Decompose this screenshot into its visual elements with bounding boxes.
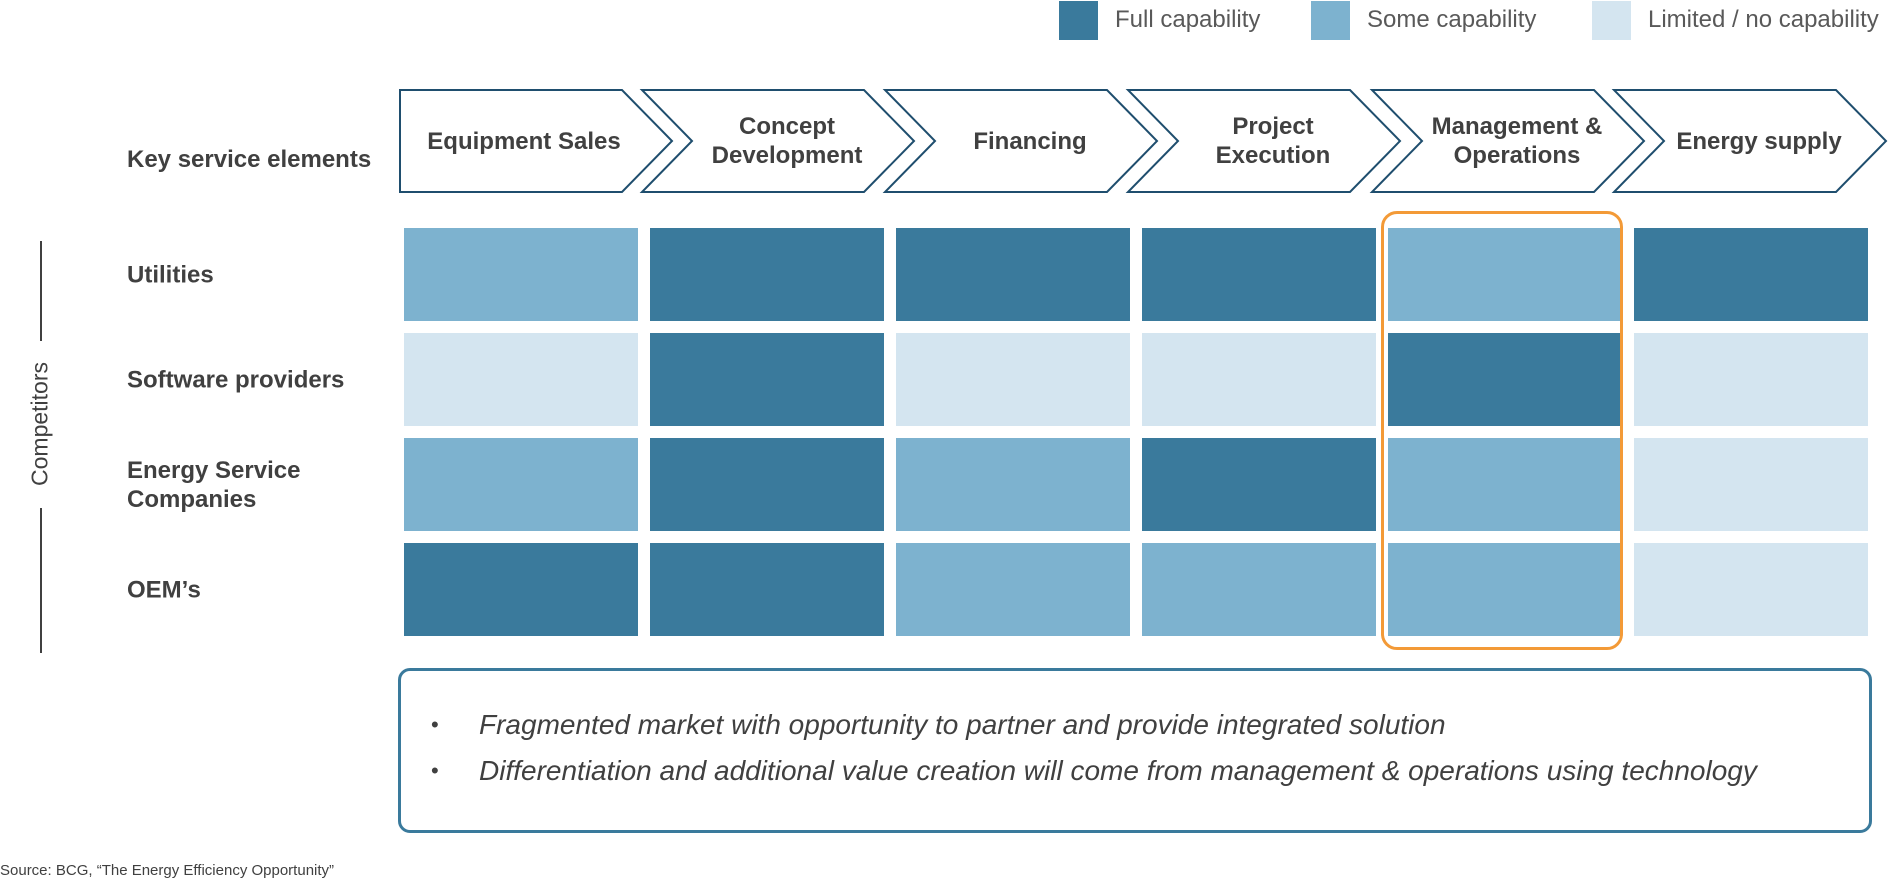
competitors-axis-line-top <box>40 241 42 341</box>
capability-cell <box>1388 543 1622 636</box>
capability-cell <box>896 543 1130 636</box>
service-chevron <box>399 89 674 193</box>
competitor-label: Software providers <box>127 366 345 393</box>
legend-swatch-some <box>1311 0 1350 40</box>
capability-cell <box>1388 228 1622 321</box>
source-note: Source: BCG, “The Energy Efficiency Oppo… <box>0 862 335 879</box>
legend-swatch-full <box>1059 0 1098 40</box>
service-chevron <box>1369 89 1646 193</box>
competitor-label: OEM’s <box>127 576 201 603</box>
service-element-label: Project Execution <box>1215 113 1331 169</box>
capability-cell <box>1142 543 1376 636</box>
service-element-label: Financing <box>973 127 1087 155</box>
competitors-axis-line-bottom <box>40 508 42 653</box>
capability-cell <box>650 543 884 636</box>
capability-cell <box>1634 438 1868 531</box>
capability-cell <box>1634 228 1868 321</box>
takeaways-box: • Fragmented market with opportunity to … <box>398 668 1872 833</box>
legend-swatch-limited <box>1592 0 1631 40</box>
legend-item-limited: Limited / no capability <box>1592 0 1879 40</box>
service-chevron <box>1125 89 1402 193</box>
takeaway-item: • Fragmented market with opportunity to … <box>431 709 1446 741</box>
service-element-label: Equipment Sales <box>427 127 621 155</box>
capability-cell <box>404 543 638 636</box>
takeaway-text: Fragmented market with opportunity to pa… <box>479 709 1446 740</box>
capability-cell <box>404 438 638 531</box>
capability-cell <box>404 333 638 426</box>
bullet-icon: • <box>431 712 439 737</box>
competitor-label: Utilities <box>127 261 214 288</box>
legend-label-limited: Limited / no capability <box>1648 6 1879 33</box>
capability-cell <box>896 438 1130 531</box>
service-element-label: Concept Development <box>711 113 863 169</box>
capability-cell <box>896 333 1130 426</box>
capability-cell <box>1634 543 1868 636</box>
management-operations-highlight <box>1381 211 1623 650</box>
legend-label-some: Some capability <box>1367 6 1537 33</box>
header-label: Key service elements <box>127 146 372 173</box>
capability-cell <box>1142 228 1376 321</box>
takeaway-text: Differentiation and additional value cre… <box>479 755 1757 786</box>
service-chevron <box>882 89 1159 193</box>
competitors-axis-label: Competitors <box>26 362 53 486</box>
service-chevron <box>639 89 916 193</box>
capability-cell <box>1142 438 1376 531</box>
capability-cell <box>650 438 884 531</box>
service-chevron <box>1611 89 1888 193</box>
capability-cell <box>1634 333 1868 426</box>
capability-cell <box>896 228 1130 321</box>
capability-cell <box>650 333 884 426</box>
legend-item-full: Full capability <box>1059 0 1260 40</box>
service-element-label: Management & Operations <box>1431 113 1603 169</box>
capability-cell <box>1142 333 1376 426</box>
capability-cell <box>1388 333 1622 426</box>
service-element-label: Energy supply <box>1676 127 1842 155</box>
legend-item-some: Some capability <box>1311 0 1536 40</box>
capability-cell <box>650 228 884 321</box>
competitor-label: Energy Service Companies <box>127 456 301 513</box>
legend-label-full: Full capability <box>1115 6 1261 33</box>
bullet-icon: • <box>431 758 439 783</box>
capability-cell <box>1388 438 1622 531</box>
capability-cell <box>404 228 638 321</box>
takeaway-item: • Differentiation and additional value c… <box>431 755 1757 787</box>
